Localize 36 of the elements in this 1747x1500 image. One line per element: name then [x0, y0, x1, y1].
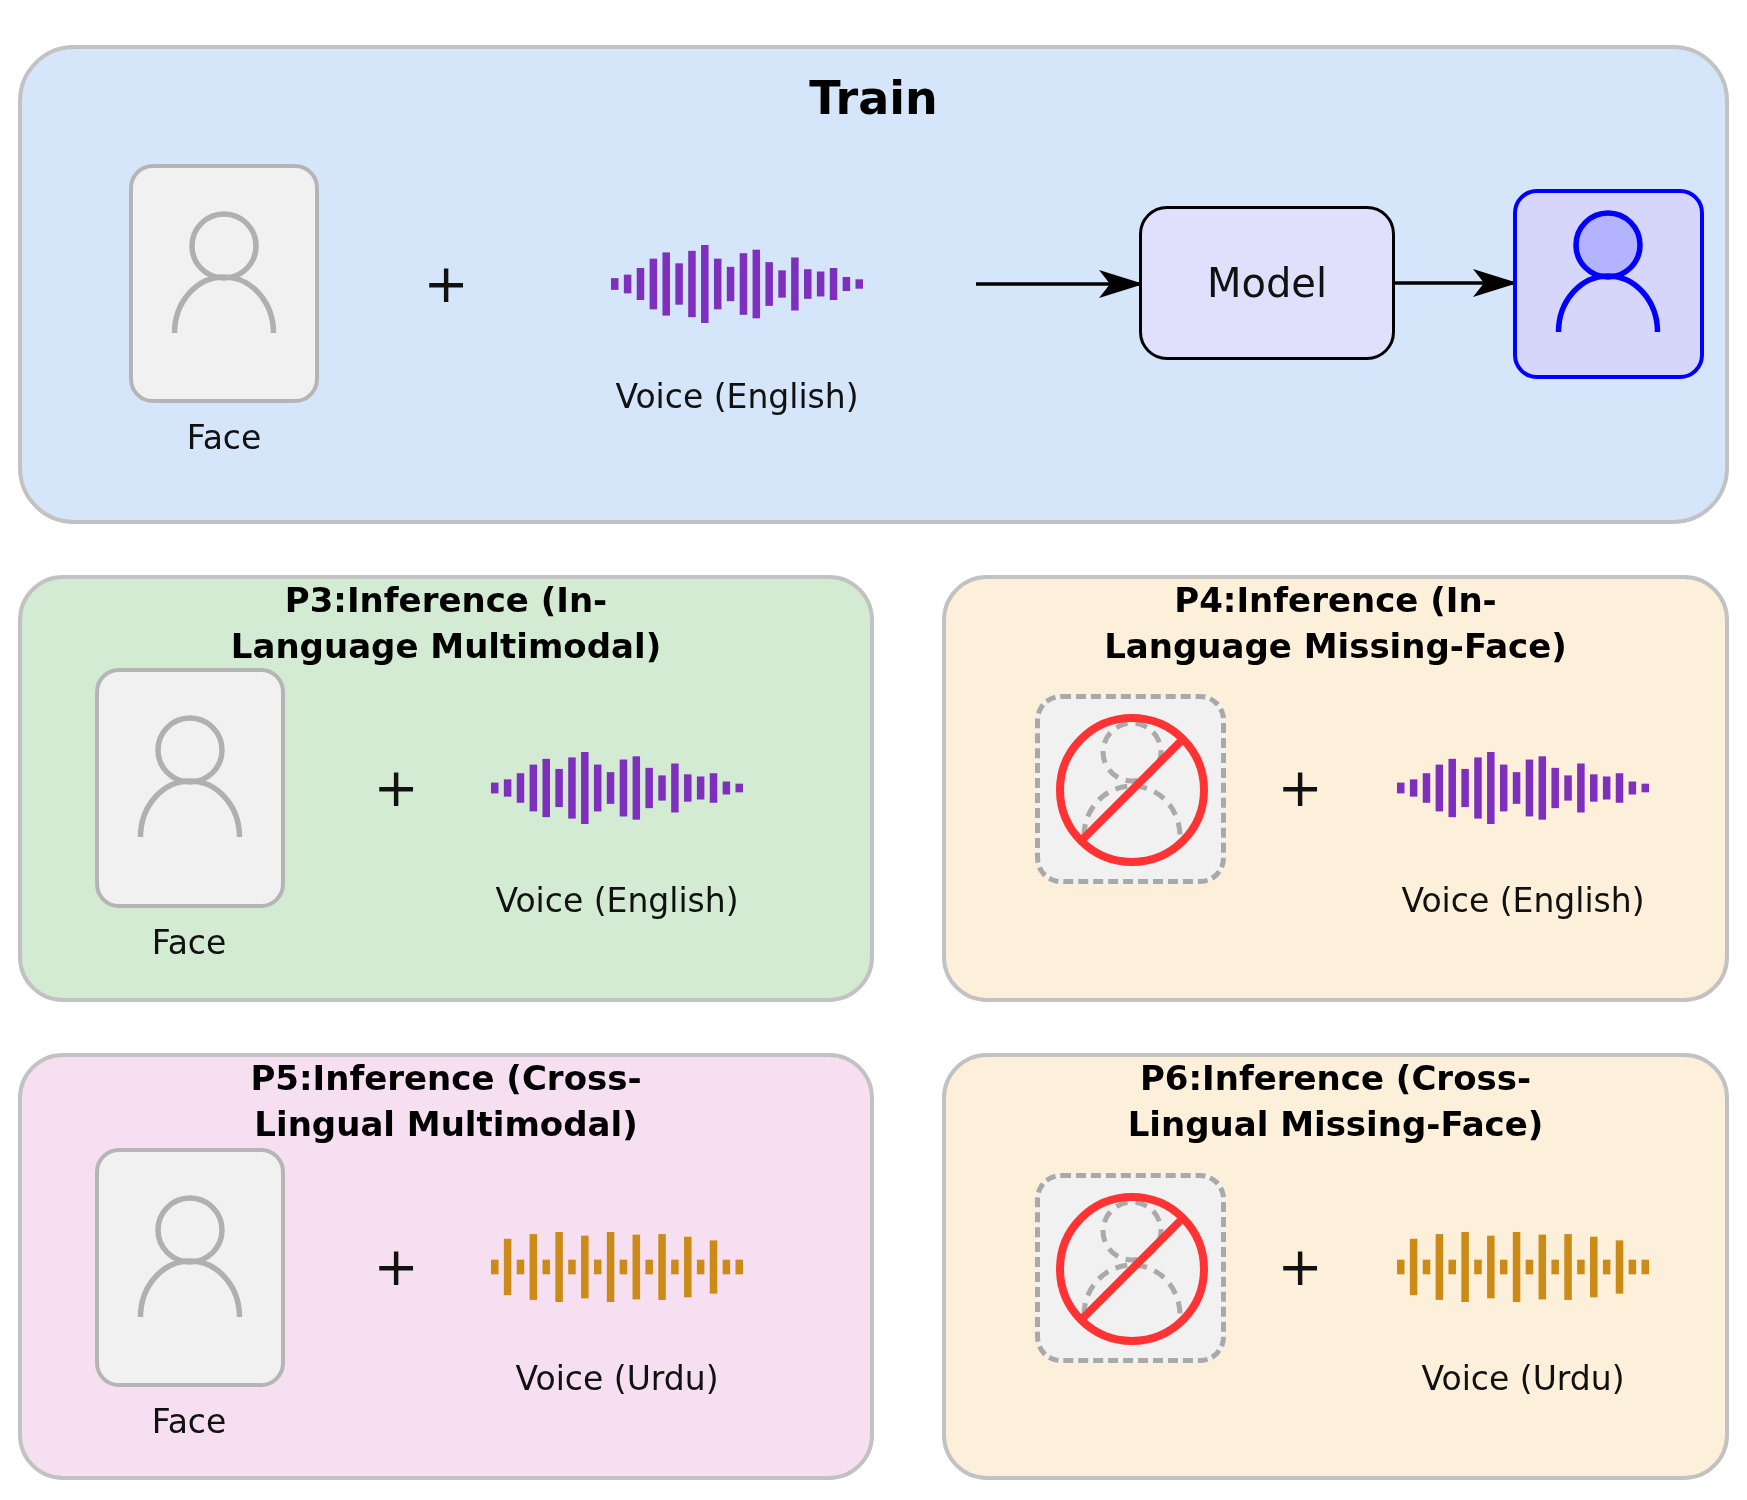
model-box: [1139, 206, 1395, 360]
missing-face-card: [1035, 694, 1226, 884]
waveform-icon: [491, 1232, 743, 1302]
input-caption: Voice (English): [615, 378, 859, 416]
panel-title: P3:Inference (In-Language Multimodal): [229, 579, 663, 668]
scenario-panel: [942, 575, 1729, 1002]
output-card: [1513, 189, 1704, 379]
training-panel: [18, 45, 1729, 524]
panel-title: P4:Inference (In-Language Missing-Face): [1103, 579, 1568, 668]
plus-sign: +: [373, 761, 419, 815]
input-caption: Face: [151, 1403, 227, 1441]
face-card: [95, 668, 285, 908]
input-caption: Voice (Urdu): [1421, 1360, 1625, 1398]
missing-face-card: [1035, 1173, 1226, 1363]
input-caption: Voice (English): [495, 882, 739, 920]
plus-sign: +: [1277, 761, 1323, 815]
scenario-panel: [18, 1053, 874, 1480]
scenario-panel: [18, 575, 874, 1002]
node-label: Model: [1206, 260, 1328, 306]
input-caption: Voice (English): [1401, 882, 1645, 920]
plus-sign: +: [423, 257, 469, 311]
panel-title: P6:Inference (Cross-Lingual Missing-Face): [1126, 1057, 1545, 1146]
waveform-icon: [1397, 1232, 1649, 1302]
waveform-icon: [611, 245, 863, 323]
face-card: [129, 164, 319, 403]
face-card: [95, 1148, 285, 1387]
plus-sign: +: [373, 1240, 419, 1294]
waveform-icon: [491, 752, 743, 824]
scenario-panel: [942, 1053, 1729, 1480]
panel-title: Train: [808, 70, 939, 126]
waveform-icon: [1397, 752, 1649, 824]
input-caption: Voice (Urdu): [515, 1360, 719, 1398]
plus-sign: +: [1277, 1240, 1323, 1294]
input-caption: Face: [151, 924, 227, 962]
input-caption: Face: [186, 419, 262, 457]
panel-title: P5:Inference (Cross-Lingual Multimodal): [249, 1057, 643, 1146]
